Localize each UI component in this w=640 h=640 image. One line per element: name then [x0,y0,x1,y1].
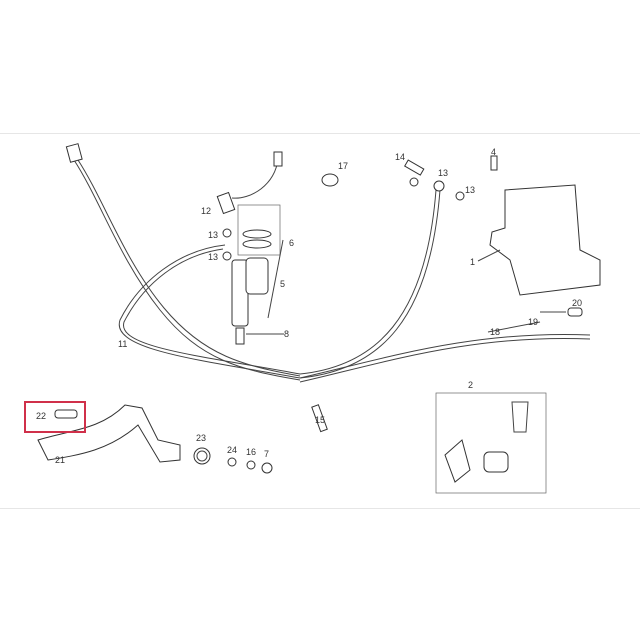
label-13: 13 [465,185,475,195]
label-19: 19 [528,317,538,327]
label-20: 20 [572,298,582,308]
label-22: 22 [36,411,46,421]
top-divider [0,133,640,134]
label-5: 5 [280,279,285,289]
pin-15 [311,404,328,433]
hose-18 [299,333,591,379]
hose [118,189,441,379]
cable-connector [65,143,83,163]
label-24: 24 [227,445,237,455]
label-16: 16 [246,447,256,457]
label-12: 12 [201,206,211,216]
brake-pads-box [435,392,547,494]
label-21: 21 [55,455,65,465]
label-13: 13 [208,230,218,240]
label-8: 8 [284,329,289,339]
label-18: 18 [490,327,500,337]
pivot-bolt-22 [54,409,78,419]
banjo-bolt [404,159,425,176]
bottom-divider [0,508,640,509]
sensor-12 [231,157,279,199]
label-13: 13 [438,168,448,178]
highlight-box-part-22[interactable] [24,401,86,433]
label-1: 1 [470,257,475,267]
label-2: 2 [468,380,473,390]
label-14: 14 [395,152,405,162]
label-6: 6 [289,238,294,248]
spring-23 [193,447,211,465]
label-15: 15 [315,415,325,425]
nut-7 [261,462,273,474]
hose-clamp [321,173,339,187]
label-13: 13 [208,252,218,262]
label-4: 4 [491,147,496,157]
reservoir-kit-box [237,204,281,256]
label-17: 17 [338,161,348,171]
banjo-fitting [433,180,445,192]
brake-caliper [489,184,601,296]
brake-pedal [37,404,181,463]
label-7: 7 [264,449,269,459]
label-11: 11 [118,339,127,349]
label-23: 23 [196,433,206,443]
